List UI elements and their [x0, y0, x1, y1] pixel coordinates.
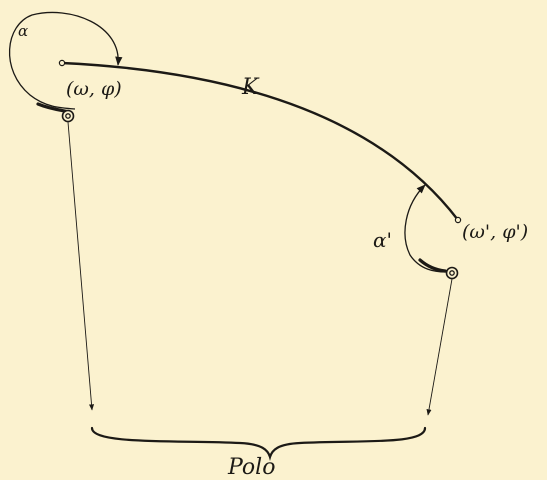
station-end-inner [449, 270, 455, 276]
label-curve-k: K [241, 75, 260, 100]
label-alpha-prime: α' [373, 228, 392, 252]
angle-alpha-prime-thick [418, 258, 447, 273]
point-start-marker [58, 59, 66, 67]
station-start-inner [65, 113, 71, 119]
point-end-marker [454, 216, 462, 224]
station-start-outer [61, 109, 75, 123]
label-point-start: (ω, φ) [66, 78, 122, 100]
curve-k [60, 61, 460, 222]
meridian-left [67, 121, 95, 411]
station-end-outer [445, 266, 459, 280]
label-pole: Polo [227, 455, 275, 480]
angle-alpha-prime-arc [404, 184, 447, 273]
pole-brace [90, 426, 427, 461]
label-alpha: α [18, 22, 28, 40]
angle-alpha-arc [8, 11, 123, 110]
meridian-right [426, 278, 453, 416]
label-point-end: (ω', φ') [462, 221, 528, 243]
